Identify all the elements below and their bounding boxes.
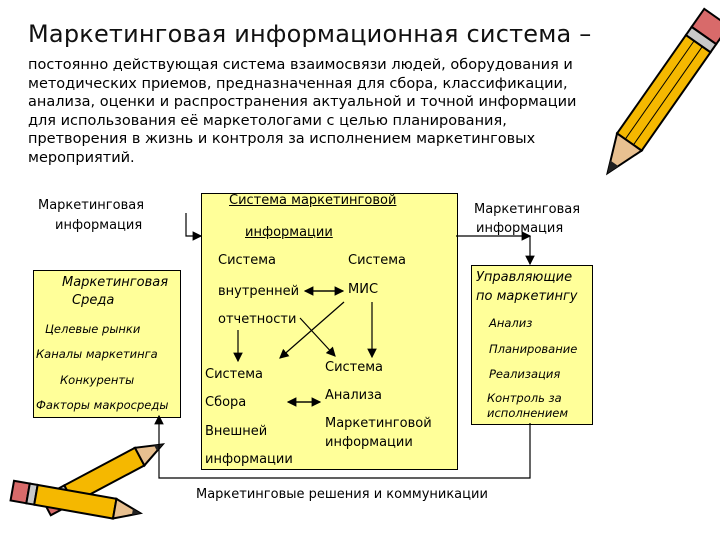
pencils-icon (9, 443, 166, 520)
center-title-1: Система маркетинговой (229, 193, 397, 208)
external-1: Система (205, 367, 264, 382)
center-title-2: информации (245, 225, 333, 240)
mgmt-title-2: по маркетингу (476, 289, 578, 304)
right-info-label-2: информация (476, 221, 564, 236)
definition-text: постоянно действующая система взаимосвяз… (28, 57, 577, 166)
external-2: Сбора (205, 395, 247, 410)
marketing-environment-box (33, 270, 181, 418)
analysis-4: информации (325, 435, 413, 450)
env-title-1: Маркетинговая (62, 275, 169, 290)
mis-2: МИС (348, 282, 379, 297)
mgmt-item-implementation: Реализация (489, 367, 561, 381)
mgmt-title-1: Управляющие (476, 270, 573, 285)
external-3: Внешней (205, 424, 268, 439)
internal-3: отчетности (218, 312, 297, 327)
marketing-managers-box (471, 265, 593, 425)
internal-1: Система (218, 253, 277, 268)
left-info-label-1: Маркетинговая (38, 198, 145, 213)
page-title: Маркетинговая информационная система – (28, 20, 592, 48)
mis-1: Система (348, 253, 407, 268)
analysis-1: Система (325, 360, 384, 375)
bottom-label: Маркетинговые решения и коммуникации (196, 487, 488, 502)
env-item-macro-factors: Факторы макросреды (36, 398, 169, 412)
env-title-2: Среда (72, 293, 115, 308)
internal-2: внутренней (218, 284, 300, 299)
mgmt-item-analysis: Анализ (489, 316, 533, 330)
external-4: информации (205, 452, 293, 467)
env-item-channels: Каналы маркетинга (36, 347, 158, 361)
right-info-label-1: Маркетинговая (474, 202, 581, 217)
analysis-2: Анализа (325, 388, 382, 403)
mgmt-item-planning: Планирование (489, 342, 578, 356)
mgmt-item-control-1: Контроль за (487, 391, 562, 405)
mis-system-box (201, 193, 458, 470)
mgmt-item-control-2: исполнением (487, 406, 569, 420)
env-item-competitors: Конкуренты (60, 373, 135, 387)
left-info-label-2: информация (55, 218, 143, 233)
env-item-target-markets: Целевые рынки (45, 322, 141, 336)
analysis-3: Маркетинговой (325, 416, 432, 431)
